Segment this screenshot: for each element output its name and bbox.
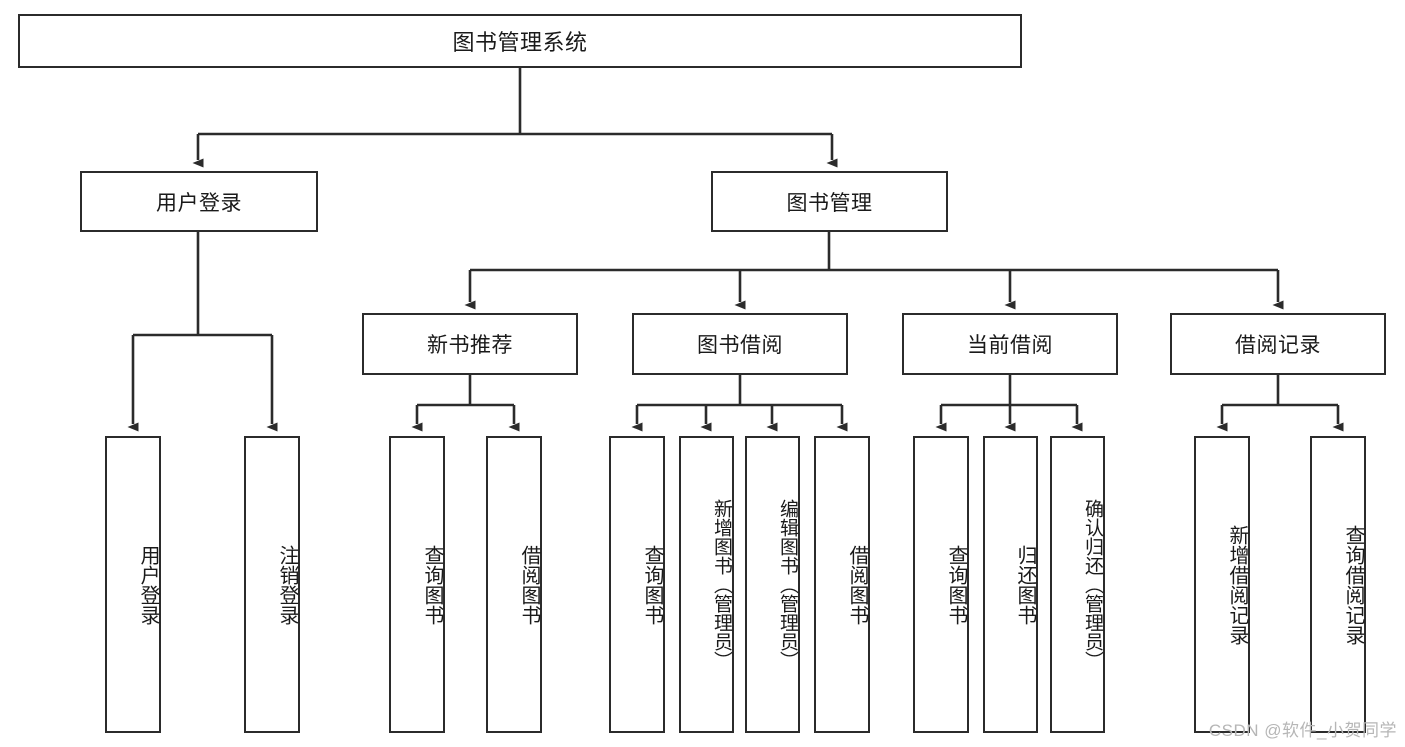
leaf-logout-login[interactable]: 注销登录 bbox=[244, 436, 300, 733]
leaf-edit-book-admin[interactable]: 编辑图书（管理员） bbox=[745, 436, 800, 733]
leaf-confirm-return-admin[interactable]: 确认归还（管理员） bbox=[1050, 436, 1105, 733]
leaf-add-borrow-record[interactable]: 新增借阅记录 bbox=[1194, 436, 1250, 733]
leaf-return-book[interactable]: 归还图书 bbox=[983, 436, 1038, 733]
leaf-user-login[interactable]: 用户登录 bbox=[105, 436, 161, 733]
leaf-borrow-book-borrow[interactable]: 借阅图书 bbox=[814, 436, 870, 733]
leaf-query-book-recommend[interactable]: 查询图书 bbox=[389, 436, 445, 733]
node-book-management[interactable]: 图书管理 bbox=[711, 171, 948, 232]
leaf-add-book-admin[interactable]: 新增图书（管理员） bbox=[679, 436, 734, 733]
node-book-borrow[interactable]: 图书借阅 bbox=[632, 313, 848, 375]
node-new-book-recommend[interactable]: 新书推荐 bbox=[362, 313, 578, 375]
csdn-watermark: CSDN @软件_小贺同学 bbox=[1208, 721, 1397, 740]
node-user-login[interactable]: 用户登录 bbox=[80, 171, 318, 232]
node-root-system[interactable]: 图书管理系统 bbox=[18, 14, 1022, 68]
leaf-query-book-borrow[interactable]: 查询图书 bbox=[609, 436, 665, 733]
node-current-borrow[interactable]: 当前借阅 bbox=[902, 313, 1118, 375]
node-borrow-record[interactable]: 借阅记录 bbox=[1170, 313, 1386, 375]
leaf-query-borrow-record[interactable]: 查询借阅记录 bbox=[1310, 436, 1366, 733]
leaf-borrow-book-recommend[interactable]: 借阅图书 bbox=[486, 436, 542, 733]
leaf-query-book-current[interactable]: 查询图书 bbox=[913, 436, 969, 733]
